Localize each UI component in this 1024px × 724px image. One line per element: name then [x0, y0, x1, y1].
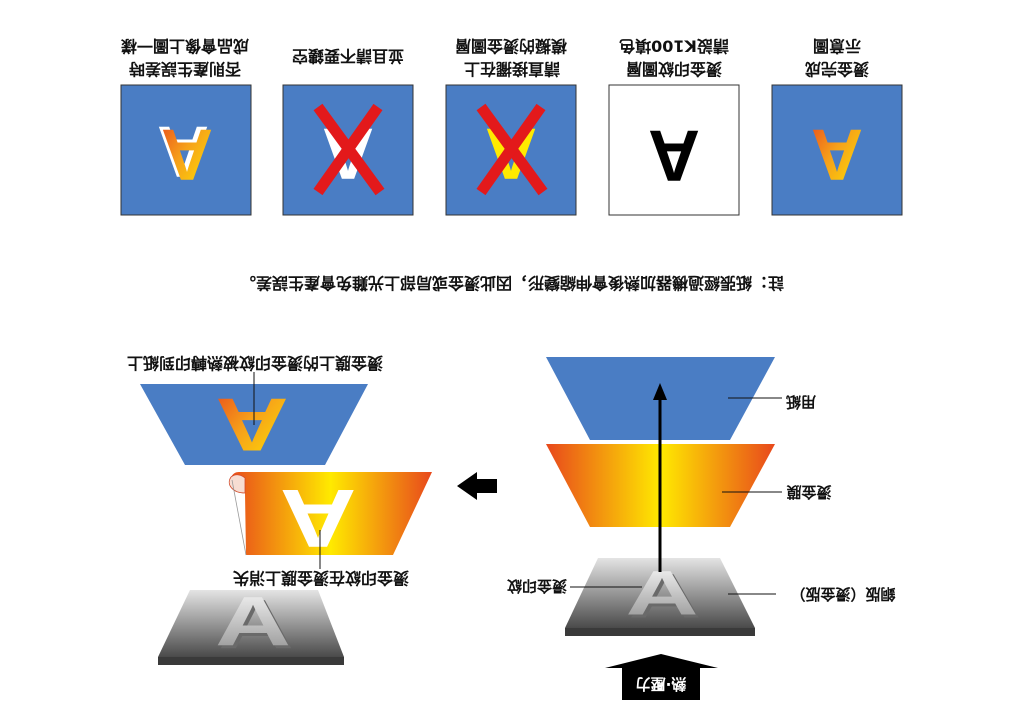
- used-foil-film: A: [228, 472, 432, 564]
- example-cards: A A 否則產生誤差時 成品會像上圖一樣 A 並且請不要鏤空 A 請直接擺在上 …: [120, 37, 903, 216]
- force-label: 熱·壓力: [636, 675, 687, 693]
- caption-line: 模擬的燙金圖層: [455, 37, 567, 56]
- vertical-arrow-icon: [653, 383, 667, 572]
- plate-edge: [565, 628, 755, 636]
- example-card-finished: A 燙金完成 示意圖: [771, 37, 903, 216]
- caption-line: 請直接擺在上: [464, 60, 560, 79]
- paper-label: 用紙: [786, 393, 816, 411]
- film-back-edge: [231, 479, 247, 556]
- foil-cutout-letter: A: [280, 472, 357, 564]
- stamping-plate-result: A A: [158, 582, 344, 665]
- foil-film-label: 燙金膜: [786, 483, 831, 501]
- transfer-label: 燙金膜上的燙金印紋被熱轉印到紙上: [127, 354, 383, 373]
- wrong-mark-stroke: [476, 103, 546, 196]
- left-arrow-icon: [457, 472, 497, 500]
- film-curl: [228, 474, 246, 494]
- red-x-icon: [476, 103, 548, 196]
- plate-letter: A: [626, 558, 699, 628]
- plate-letter-shadow: A: [629, 561, 702, 631]
- foil-pattern-label: 燙金印紋: [507, 577, 567, 595]
- stamping-stack: 用紙 燙金膜 A A 銅版（燙金版） 燙金印紋 熱·壓力: [507, 357, 896, 700]
- stamping-result: 燙金膜上的燙金印紋被熱轉印到紙上 A A 燙金印紋在燙金膜上消失 A A: [127, 354, 432, 665]
- arrow-head: [653, 383, 667, 400]
- example-card-simulated-foil: A 請直接擺在上 模擬的燙金圖層: [445, 37, 577, 216]
- note-text: 註：紙張經過機器加熱後會伸縮變形，因此燙金或局部上光難免會產生誤差。: [240, 274, 784, 293]
- caption-line: 否則產生誤差時: [129, 60, 242, 79]
- red-x-icon: [313, 103, 385, 196]
- example-letter: A: [811, 114, 863, 194]
- vanish-label: 燙金印紋在燙金膜上消失: [232, 569, 409, 588]
- wrong-mark-stroke: [313, 103, 383, 196]
- stamping-plate: A A: [565, 558, 755, 636]
- card-background: [608, 84, 740, 216]
- example-letter-shadow: A: [157, 111, 209, 191]
- plate-letter: A: [215, 582, 291, 660]
- plate-face: [158, 590, 344, 657]
- transferred-foil-letter: A: [215, 383, 288, 467]
- caption-line: 燙金完成: [805, 60, 869, 79]
- example-card-k100-layer: A 燙金印紋圖層 請設K100填色: [608, 37, 740, 216]
- caption-line: 示意圖: [813, 37, 861, 56]
- card-background: [771, 84, 903, 216]
- example-letter: A: [648, 115, 700, 195]
- caption-line: 成品會像上圖一樣: [120, 37, 249, 56]
- plate-label: 銅版（燙金版）: [790, 585, 895, 603]
- plate-edge: [158, 657, 344, 665]
- card-background: [120, 84, 252, 216]
- plate-letter-shadow: A: [218, 585, 294, 663]
- caption-line: 燙金印紋圖層: [626, 60, 722, 79]
- plate-face: [565, 558, 755, 628]
- example-card-misregistered: A A 否則產生誤差時 成品會像上圖一樣: [120, 37, 252, 216]
- press-arrow-icon: 熱·壓力: [605, 654, 718, 700]
- film-sheet: [229, 472, 432, 555]
- press-arrow-shape: [605, 654, 718, 700]
- caption-line: 並且請不要鏤空: [292, 47, 404, 66]
- caption-line: 請設K100填色: [619, 37, 729, 56]
- example-card-hollowed: A 並且請不要鏤空: [282, 47, 414, 216]
- example-letter: A: [161, 114, 213, 194]
